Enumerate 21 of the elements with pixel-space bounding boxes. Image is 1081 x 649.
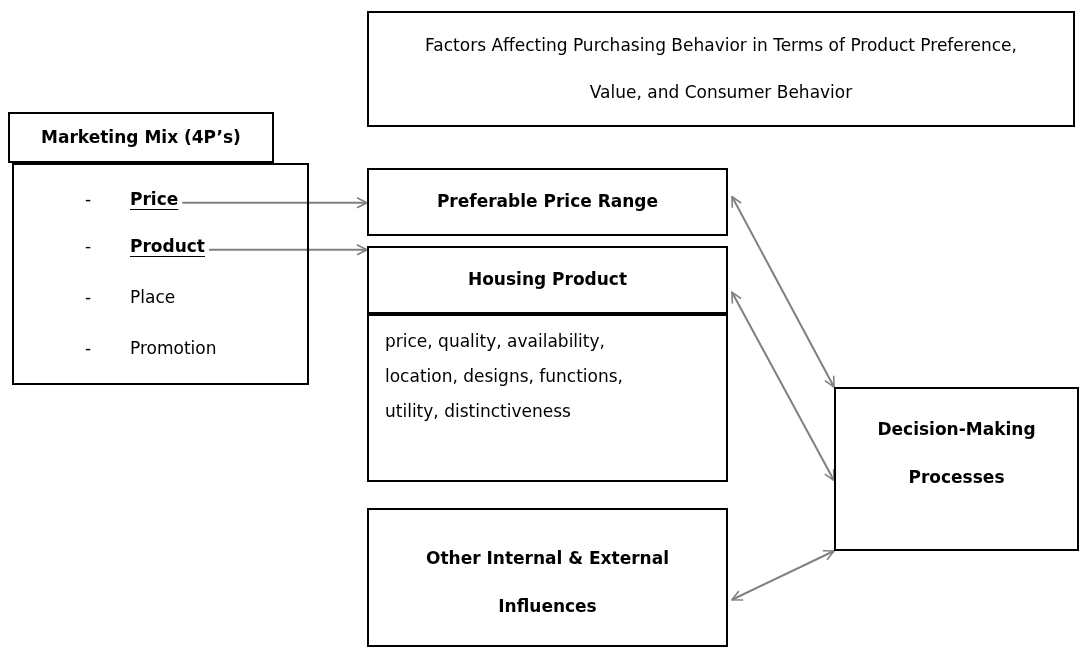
list-item: Place (130, 285, 176, 311)
concept-box: Preferable Price Range (367, 168, 728, 236)
concept-box: Other Internal & External Influences (367, 508, 728, 647)
list-item: Product (130, 234, 205, 260)
attribute-box: price, quality, availability, location, designs, functions, utility, distinctiveness (367, 314, 728, 482)
list-dash: - (85, 235, 92, 258)
arrow (181, 197, 368, 209)
list-dash: - (85, 188, 92, 211)
concept-box: Decision-Making Processes (834, 387, 1079, 551)
concept-box: Factors Affecting Purchasing Behavior in Terms of Product Preference, Value, and Consumer Behavior (367, 11, 1075, 127)
list-dash: - (85, 337, 92, 360)
arrow (208, 244, 368, 256)
list-item: Price (130, 187, 179, 213)
arrow (731, 291, 835, 482)
arrow (731, 195, 835, 388)
arrow (731, 550, 835, 601)
concept-box: Marketing Mix (4P’s) (8, 112, 274, 163)
list-dash: - (85, 286, 92, 309)
list-item: Promotion (130, 336, 217, 362)
list-box (12, 163, 309, 385)
concept-box: Housing Product (367, 246, 728, 314)
